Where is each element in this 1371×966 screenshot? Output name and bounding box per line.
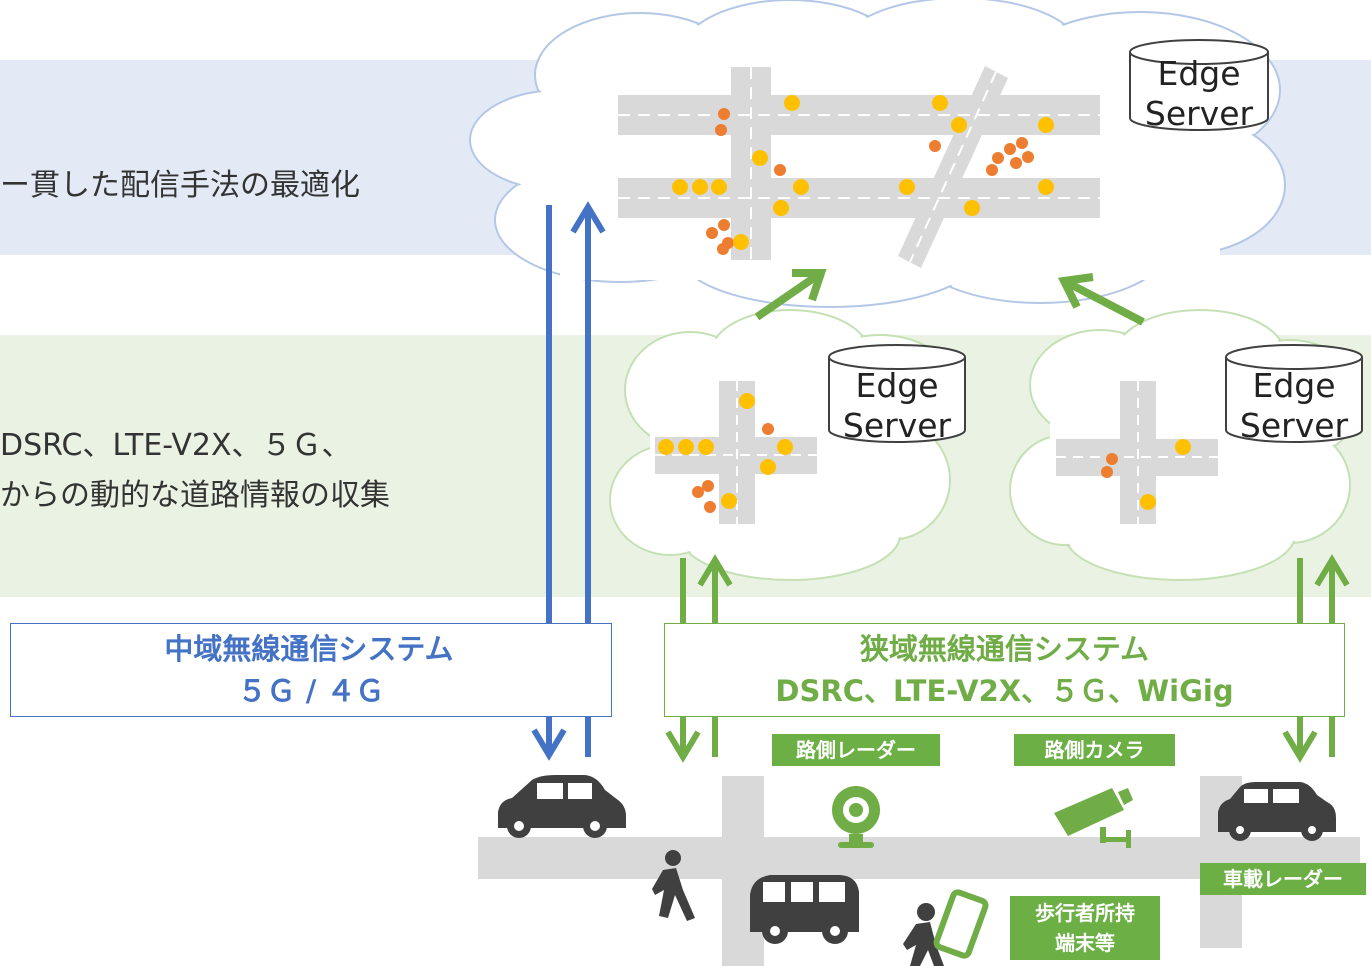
vehicle-dot xyxy=(678,439,694,455)
vehicle-dot xyxy=(951,117,967,133)
edge-server-label-line1: Edge xyxy=(1252,366,1336,405)
vehicle-dot xyxy=(964,200,980,216)
vehicle-dot xyxy=(658,439,674,455)
vehicle-dot xyxy=(698,439,714,455)
object-dot xyxy=(1022,151,1034,163)
edge-server-middle-left xyxy=(828,344,966,443)
edge-server-top xyxy=(1129,39,1269,131)
vehicle-dot xyxy=(784,95,800,111)
pedestrian-icon xyxy=(652,850,695,921)
vehicle-dot xyxy=(760,459,776,475)
pedestrian-tag-line2: 端末等 xyxy=(1055,931,1115,955)
vehicle-dot xyxy=(1175,439,1191,455)
edge-server-top-label: Edge Server xyxy=(1130,54,1268,134)
narrow-range-system-box: 狭域無線通信システム DSRC、LTE-V2X、５Ｇ、WiGig xyxy=(664,623,1345,717)
object-dot xyxy=(717,243,729,255)
object-dot xyxy=(1106,453,1118,465)
edge-server-label-line2: Server xyxy=(842,406,952,445)
car-icon xyxy=(498,775,626,838)
vehicle-dot xyxy=(1140,494,1156,510)
top-cloud-vehicles xyxy=(672,95,1054,255)
middle-cloud-vehicles xyxy=(658,393,1191,513)
pedestrian-tag-line1: 歩行者所持 xyxy=(1035,901,1135,925)
vehicle-dot xyxy=(692,179,708,195)
edge-server-label-line1: Edge xyxy=(1157,54,1241,93)
van-icon xyxy=(750,875,859,944)
onboard-radar-tag: 車載レーダー xyxy=(1200,863,1366,895)
object-dot xyxy=(1101,466,1113,478)
object-dot xyxy=(704,501,716,513)
object-dot xyxy=(986,164,998,176)
pedestrian-phone-icon xyxy=(903,889,989,966)
edge-server-label-line2: Server xyxy=(1144,94,1254,133)
object-dot xyxy=(774,164,786,176)
vehicle-dot xyxy=(1038,117,1054,133)
vehicle-dot xyxy=(777,439,793,455)
medium-system-tech: ５Ｇ / ４Ｇ xyxy=(237,674,385,708)
object-dot xyxy=(718,108,730,120)
object-dot xyxy=(929,140,941,152)
vehicle-dot xyxy=(711,179,727,195)
object-dot xyxy=(1016,137,1028,149)
vehicle-dot xyxy=(733,234,749,250)
object-dot xyxy=(992,152,1004,164)
medium-range-system-box: 中域無線通信システム ５Ｇ / ４Ｇ xyxy=(10,623,612,717)
object-dot xyxy=(692,486,704,498)
vehicle-dot xyxy=(1038,179,1054,195)
object-dot xyxy=(715,124,727,136)
edge-server-label-line2: Server xyxy=(1239,406,1349,445)
object-dot xyxy=(718,219,730,231)
medium-system-title: 中域無線通信システム xyxy=(164,632,454,666)
pedestrian-device-tag: 歩行者所持 端末等 xyxy=(1010,896,1160,960)
vehicle-dot xyxy=(773,200,789,216)
car-icon-right xyxy=(1218,782,1336,841)
object-dot xyxy=(1010,157,1022,169)
roadside-camera-icon xyxy=(1054,788,1133,848)
vehicle-dot xyxy=(752,150,768,166)
vehicle-dot xyxy=(932,95,948,111)
edge-server-middle-left-label: Edge Server xyxy=(829,366,965,446)
roadside-camera-tag: 路側カメラ xyxy=(1014,734,1175,766)
object-dot xyxy=(706,227,718,239)
roadside-radar-tag: 路側レーダー xyxy=(772,734,940,766)
middle-band-text-line1: DSRC、LTE-V2X、５Ｇ、 xyxy=(0,428,352,463)
uplink-arrows-middle xyxy=(754,269,1145,326)
object-dot xyxy=(702,480,714,492)
top-band-text: ー貫した配信手法の最適化 xyxy=(0,168,360,203)
object-dot xyxy=(1004,143,1016,155)
roadside-radar-icon xyxy=(832,786,880,848)
edge-server-label-line1: Edge xyxy=(855,366,939,405)
narrow-system-title: 狭域無線通信システム xyxy=(859,632,1150,666)
vehicle-dot xyxy=(793,179,809,195)
edge-server-middle-right-label: Edge Server xyxy=(1226,366,1362,446)
vehicle-dot xyxy=(899,179,915,195)
object-dot xyxy=(762,423,774,435)
middle-band-text-line2: からの動的な道路情報の収集 xyxy=(0,478,390,513)
narrow-system-tech: DSRC、LTE-V2X、５Ｇ、WiGig xyxy=(775,674,1234,708)
ground-roads xyxy=(478,776,1360,966)
vehicle-dot xyxy=(739,393,755,409)
vehicle-dot xyxy=(672,179,688,195)
vehicle-dot xyxy=(721,493,737,509)
edge-server-middle-right xyxy=(1225,344,1363,443)
